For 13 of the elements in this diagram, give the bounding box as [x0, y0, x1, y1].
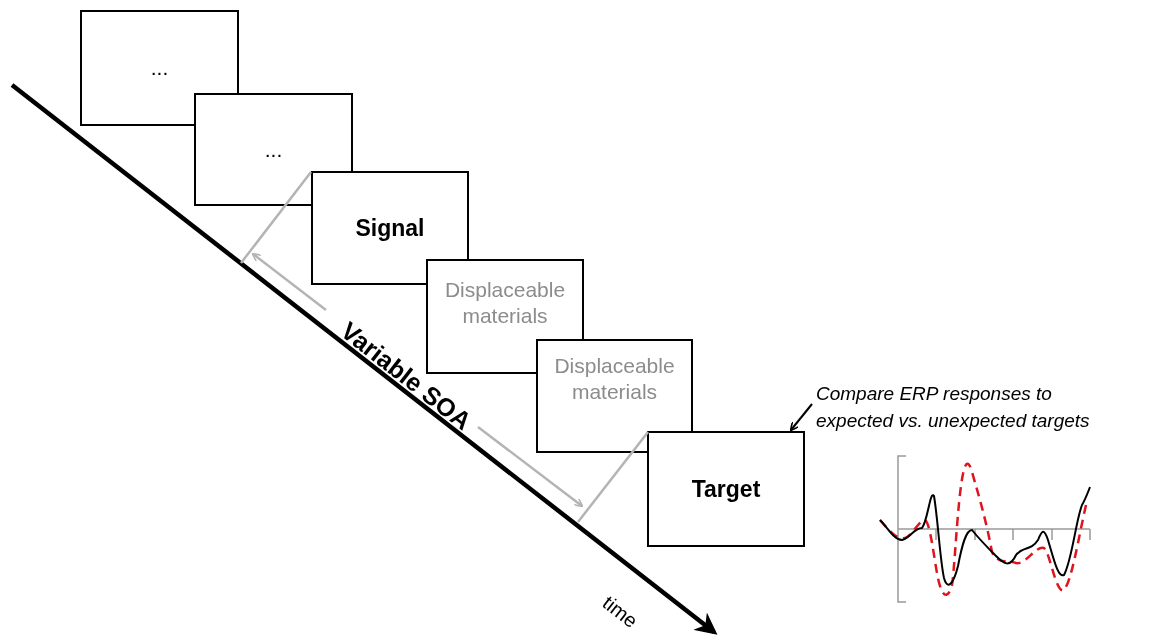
stimulus-frame	[194, 93, 353, 206]
stimulus-frame	[536, 339, 693, 453]
frame-label: ...	[149, 55, 170, 81]
frame-label: Displaceable materials	[553, 353, 676, 405]
frame-label: Signal	[354, 215, 426, 241]
annotation-text: Compare ERP responses to expected vs. unexpected targets	[816, 382, 1091, 433]
frame-label: ...	[263, 136, 284, 163]
axis-label: time	[598, 591, 642, 633]
stimulus-frame	[80, 10, 239, 126]
leader-arrow	[789, 403, 813, 432]
stimulus-frame	[647, 431, 805, 547]
frame-label: Target	[690, 476, 762, 502]
frame-label: Displaceable materials	[443, 276, 567, 329]
